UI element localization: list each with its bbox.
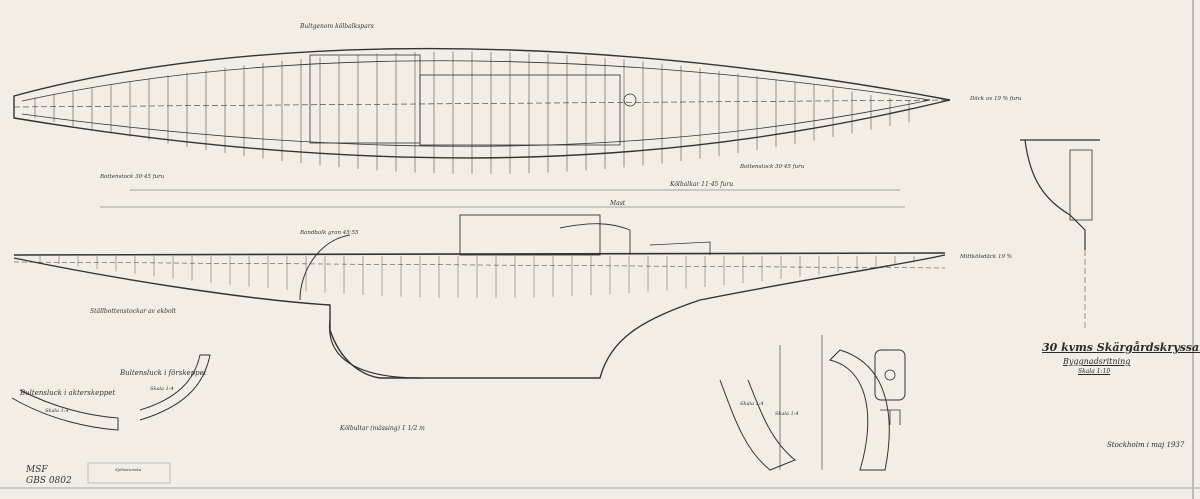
detail-scale: Skala 1:4 (45, 408, 69, 414)
transom-knee-detail (11, 354, 211, 431)
note-label: Bultgenom kölbalkspars (299, 23, 374, 30)
detail-scale: Skala 1:4 (740, 401, 764, 407)
note-label: Däck av 19 % furu (969, 96, 1022, 102)
note-label: Bottenstock 30·45 furu (739, 164, 805, 170)
place-date: Stockholm i maj 1937 (1107, 441, 1185, 449)
chainplate-detail (719, 335, 906, 471)
note-label: Kölbalkar 11·45 furu (669, 181, 733, 188)
stamp-text: Sjöhistoriska (115, 467, 142, 472)
drawing-title: 30 kvms Skärgårdskryssare (1042, 341, 1200, 354)
note-label: Bandbalk gran 45·55 (299, 230, 359, 236)
detail-title: Bultensluck i akterskeppet (19, 389, 115, 397)
detail-title: Bultensluck i förskeppet (119, 369, 207, 377)
note-label: Mast (609, 200, 626, 207)
detail-scale: Skala 1:4 (150, 386, 174, 392)
plan-view (13, 47, 951, 174)
section-detail (1020, 139, 1100, 330)
archive-mark: MSF (25, 465, 48, 475)
note-label: Ställbottenstockar av ekbolt (90, 308, 177, 315)
profile-view (13, 214, 946, 379)
note-label: Bottenstock 30·45 furu (99, 174, 165, 180)
drawing-scale: Skala 1:10 (1078, 368, 1111, 375)
archive-stamp (87, 462, 171, 484)
drawing-subtitle: Byggnadsritning (1063, 357, 1131, 366)
note-label: Mittkölsdäck 19 % (959, 254, 1012, 260)
detail-scale: Skala 1:4 (775, 411, 799, 417)
archive-mark: GBS 0802 (26, 476, 72, 486)
note-label: Kölbultar (mässing) 1 1/2 m (339, 425, 425, 432)
